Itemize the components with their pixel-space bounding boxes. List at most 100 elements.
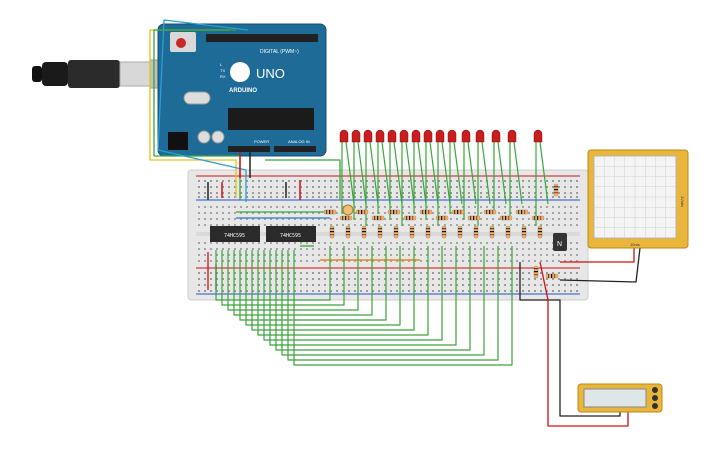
hole — [546, 212, 548, 214]
wire — [221, 246, 345, 306]
wire — [293, 246, 513, 366]
hole — [318, 218, 320, 220]
hole — [576, 254, 578, 256]
hole — [516, 218, 518, 220]
hole — [366, 254, 368, 256]
hole — [270, 278, 272, 280]
hole — [450, 290, 452, 292]
hole — [246, 212, 248, 214]
hole — [426, 192, 428, 194]
multimeter-probe-v-icon[interactable] — [652, 395, 658, 401]
hole — [534, 284, 536, 286]
resistor-band — [362, 228, 366, 230]
resistor-band — [394, 231, 398, 233]
hole — [252, 180, 254, 182]
resistor-band — [537, 216, 539, 220]
hole — [444, 254, 446, 256]
hole — [330, 272, 332, 274]
hole — [414, 290, 416, 292]
hole — [522, 186, 524, 188]
hole — [270, 284, 272, 286]
hole — [546, 254, 548, 256]
hole — [288, 212, 290, 214]
resistor-band — [364, 210, 366, 214]
shift-register-2[interactable]: 74HC595 — [266, 226, 316, 242]
hole — [564, 186, 566, 188]
transistor[interactable]: N — [553, 233, 567, 251]
hole — [300, 260, 302, 262]
hole — [246, 180, 248, 182]
hole — [306, 260, 308, 262]
hole — [288, 206, 290, 208]
hole — [288, 218, 290, 220]
hole — [372, 290, 374, 292]
resistor-band — [362, 231, 366, 233]
hole — [270, 290, 272, 292]
hole — [294, 218, 296, 220]
hole — [318, 272, 320, 274]
hole — [354, 192, 356, 194]
hole — [234, 260, 236, 262]
hole — [318, 290, 320, 292]
hole — [306, 278, 308, 280]
hole — [240, 218, 242, 220]
hole — [480, 186, 482, 188]
hole — [252, 212, 254, 214]
hole — [378, 254, 380, 256]
hole — [360, 224, 362, 226]
hole — [486, 218, 488, 220]
multimeter[interactable] — [577, 383, 663, 413]
hole — [480, 260, 482, 262]
arduino-uno-board[interactable]: DIGITAL (PWM~) ARDUINO UNO L TX RX POWER… — [157, 23, 327, 157]
hole — [270, 212, 272, 214]
hole — [204, 254, 206, 256]
hole — [462, 196, 464, 198]
hole — [462, 180, 464, 182]
hole — [210, 196, 212, 198]
hole — [516, 290, 518, 292]
hole — [510, 186, 512, 188]
wire — [265, 159, 341, 200]
oscilloscope[interactable]: 10ms 1V/div — [587, 149, 689, 249]
hole — [342, 278, 344, 280]
hole — [540, 254, 542, 256]
led-l-label: L — [220, 62, 223, 67]
hole — [336, 224, 338, 226]
hole — [228, 290, 230, 292]
hole — [246, 260, 248, 262]
hole — [444, 278, 446, 280]
multimeter-probe-com-icon[interactable] — [652, 387, 658, 393]
hole — [576, 278, 578, 280]
hole — [330, 284, 332, 286]
hole — [546, 290, 548, 292]
hole — [522, 272, 524, 274]
hole — [300, 212, 302, 214]
hole — [378, 180, 380, 182]
hole — [246, 196, 248, 198]
hole — [318, 242, 320, 244]
hole — [264, 290, 266, 292]
hole — [432, 224, 434, 226]
multimeter-probe-a-icon[interactable] — [652, 403, 658, 409]
digital-header-label: DIGITAL (PWM~) — [260, 49, 299, 55]
shift-register-1[interactable]: 74HC595 — [210, 226, 260, 242]
hole — [534, 212, 536, 214]
hole — [312, 254, 314, 256]
hole — [420, 260, 422, 262]
hole — [426, 248, 428, 250]
resistor-band — [457, 210, 459, 214]
resistor-band — [458, 234, 462, 236]
resistor-band — [460, 210, 462, 214]
hole — [384, 290, 386, 292]
hole — [396, 248, 398, 250]
resistor-band — [505, 216, 507, 220]
hole — [204, 192, 206, 194]
hole — [384, 218, 386, 220]
hole — [558, 260, 560, 262]
resistor-band — [538, 231, 542, 233]
hole — [312, 290, 314, 292]
hole — [288, 254, 290, 256]
hole — [534, 290, 536, 292]
hole — [378, 196, 380, 198]
hole — [462, 242, 464, 244]
